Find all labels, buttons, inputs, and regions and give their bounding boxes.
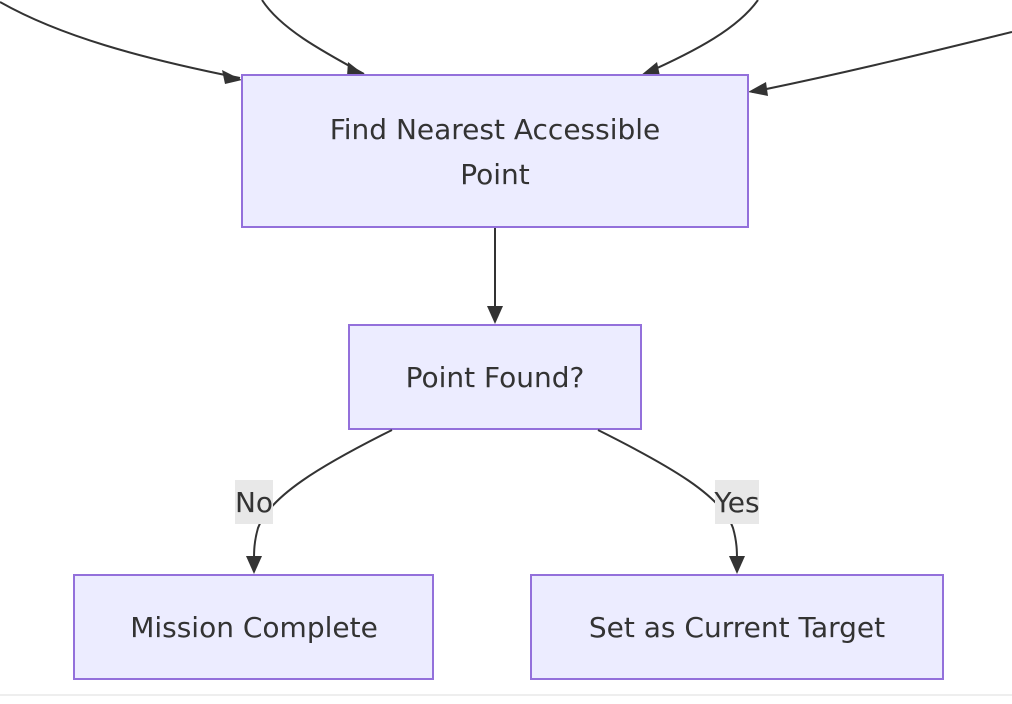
node-set-target-label: Set as Current Target [589, 611, 885, 644]
node-set-current-target: Set as Current Target [530, 574, 944, 680]
node-find-nearest-accessible-point: Find Nearest Accessible Point [241, 74, 749, 228]
node-point-found: Point Found? [348, 324, 642, 430]
arrowhead-far-left [222, 70, 242, 84]
arrowhead-point-found [487, 306, 503, 324]
edge-incoming-right [643, 0, 759, 75]
edge-incoming-far-left [0, 1, 241, 79]
node-point-found-label: Point Found? [406, 361, 585, 394]
edge-label-no-text: No [235, 486, 273, 519]
node-mission-complete-label: Mission Complete [130, 611, 378, 644]
arrowhead-far-right [748, 82, 768, 96]
edge-label-no: No [235, 480, 273, 524]
node-find-nearest-label-line1: Find Nearest Accessible [330, 113, 661, 146]
edge-incoming-far-right [751, 31, 1012, 93]
edge-label-yes-text: Yes [713, 486, 759, 519]
edge-label-yes: Yes [713, 480, 760, 524]
arrowhead-set-target [729, 556, 745, 574]
edge-no [253, 429, 393, 561]
arrowhead-right [640, 62, 660, 76]
arrowhead-left [347, 62, 366, 76]
node-mission-complete: Mission Complete [73, 574, 434, 680]
arrowhead-mission-complete [246, 556, 262, 574]
node-find-nearest-label-line2: Point [460, 158, 530, 191]
